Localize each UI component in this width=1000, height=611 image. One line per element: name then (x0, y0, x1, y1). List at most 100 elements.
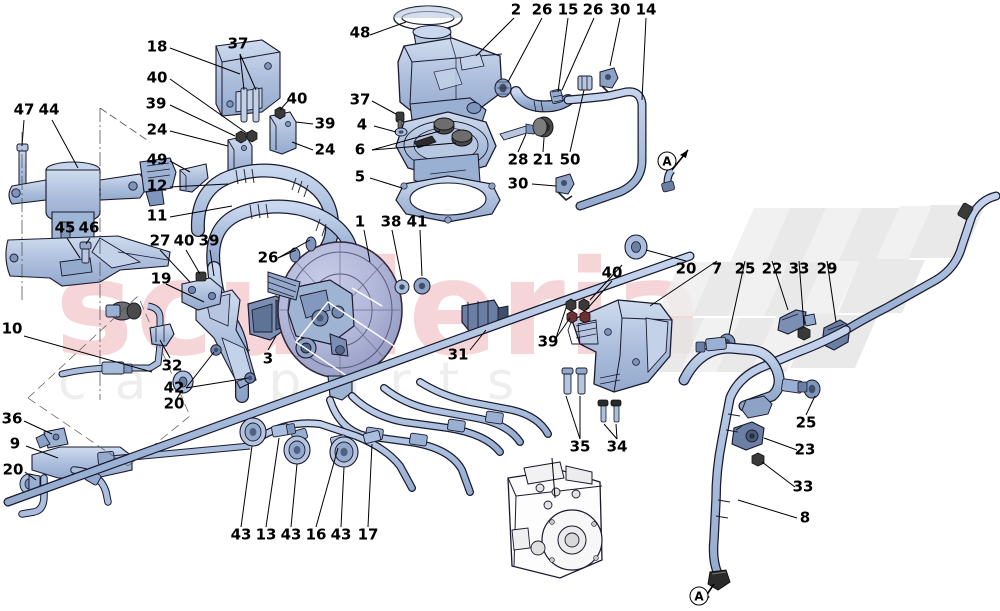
part-39-nuts (235, 106, 286, 144)
section-arrow-top (661, 149, 689, 193)
part-44-vacuum-pump (8, 157, 177, 272)
callout-33-b: 33 (792, 477, 814, 496)
part-18-reservoir-bracket (215, 39, 281, 123)
callout-38: 38 (380, 212, 402, 231)
callout-40-d: 40 (601, 263, 623, 282)
callout-4: 4 (356, 115, 368, 134)
callout-25-a: 25 (734, 259, 756, 278)
part-14-vacuum-pipe (563, 87, 647, 211)
callout-37-a: 37 (227, 34, 249, 53)
callout-22: 22 (761, 259, 783, 278)
callout-39-b: 39 (314, 114, 336, 133)
callout-40-b: 40 (286, 89, 308, 108)
callout-21: 21 (532, 150, 554, 169)
callout-19: 19 (150, 269, 172, 288)
callout-13: 13 (255, 525, 277, 544)
callout-26-a: 26 (257, 248, 279, 267)
part-15-hose (510, 86, 574, 113)
part-cover-assembly (394, 111, 501, 224)
callout-6: 6 (354, 140, 366, 159)
part-28-pin (499, 123, 537, 141)
callout-14: 14 (635, 0, 657, 19)
callout-27: 27 (149, 231, 171, 250)
callout-33-a: 33 (788, 259, 810, 278)
callout-24-a: 24 (146, 120, 168, 139)
part-33-nut-upper (797, 326, 811, 341)
callout-26-b: 26 (531, 0, 553, 19)
part-32-clip (149, 323, 175, 347)
part-21-grommet (532, 116, 554, 138)
part-bottom-pipe-bundle (239, 378, 552, 496)
callout-29: 29 (816, 259, 838, 278)
callout-44: 44 (38, 100, 60, 119)
part-20-bushing-center (624, 234, 648, 260)
callout-23: 23 (794, 440, 816, 459)
part-vacuum-pump-assembly (5, 107, 177, 400)
part-37-studs (240, 87, 260, 123)
callout-40-c: 40 (173, 231, 195, 250)
part-50-clamp (577, 75, 593, 91)
part-19-pedal-bracket (195, 289, 257, 389)
part-7-support-bracket (567, 299, 673, 393)
part-26-grommet (494, 78, 512, 98)
callout-2: 2 (510, 0, 522, 19)
part-26-clamp (549, 88, 565, 105)
callout-34: 34 (606, 437, 628, 456)
callout-11: 11 (146, 206, 168, 225)
callout-31: 31 (447, 345, 469, 364)
part-master-cylinder-face (267, 271, 355, 357)
callout-50: 50 (559, 150, 581, 169)
part-30-clip-lower (555, 173, 575, 202)
callout-17: 17 (357, 525, 379, 544)
part-13-union (271, 423, 296, 438)
part-33-nut-lower (751, 452, 765, 467)
part-34-bolts (597, 399, 622, 423)
callout-28: 28 (507, 150, 529, 169)
callout-45: 45 (54, 218, 76, 237)
callout-46: 46 (78, 218, 100, 237)
callout-12: 12 (146, 176, 168, 195)
section-marker-a-bottom: A (689, 586, 709, 606)
callout-24-b: 24 (314, 140, 336, 159)
part-27-switch-bracket (181, 271, 223, 311)
callout-43-a: 43 (230, 525, 252, 544)
part-5-reservoir-gasket (395, 175, 501, 224)
callout-25-b: 25 (795, 413, 817, 432)
callout-7: 7 (711, 259, 723, 278)
callout-3: 3 (262, 349, 274, 368)
part-43-grommet-1 (239, 417, 267, 447)
part-right-pipes (678, 191, 1000, 591)
callout-35: 35 (569, 437, 591, 456)
part-main-diagonal-brake-line (3, 251, 695, 507)
callout-30-b: 30 (507, 174, 529, 193)
callout-9: 9 (9, 434, 21, 453)
callout-43-c: 43 (330, 525, 352, 544)
part-10-brake-pipe (58, 301, 164, 378)
callout-39-c: 39 (198, 231, 220, 250)
leader-lines (21, 17, 837, 528)
part-43-grommet-3 (329, 436, 359, 468)
part-46-bolt (79, 241, 92, 264)
part-40-39-nuts-bracket (565, 298, 591, 324)
callout-37-b: 37 (349, 90, 371, 109)
callout-15: 15 (557, 0, 579, 19)
callout-20-left: 20 (2, 460, 24, 479)
part-24-bracket-right (269, 111, 297, 155)
callout-26-c: 26 (582, 0, 604, 19)
part-48-filler-ring (393, 5, 463, 31)
callout-49: 49 (146, 150, 168, 169)
part-38-41-washers (394, 277, 431, 295)
callout-18: 18 (146, 37, 168, 56)
part-47-bolt (16, 143, 29, 191)
part-23-clamp (731, 421, 765, 451)
callout-39-a: 39 (145, 94, 167, 113)
part-43-grommet-2 (283, 435, 311, 465)
callout-10: 10 (1, 319, 23, 338)
callout-16: 16 (305, 525, 327, 544)
callout-47: 47 (13, 100, 35, 119)
callout-43-b: 43 (280, 525, 302, 544)
part-35-bolts (561, 367, 588, 395)
callout-42: 42 (163, 378, 185, 397)
